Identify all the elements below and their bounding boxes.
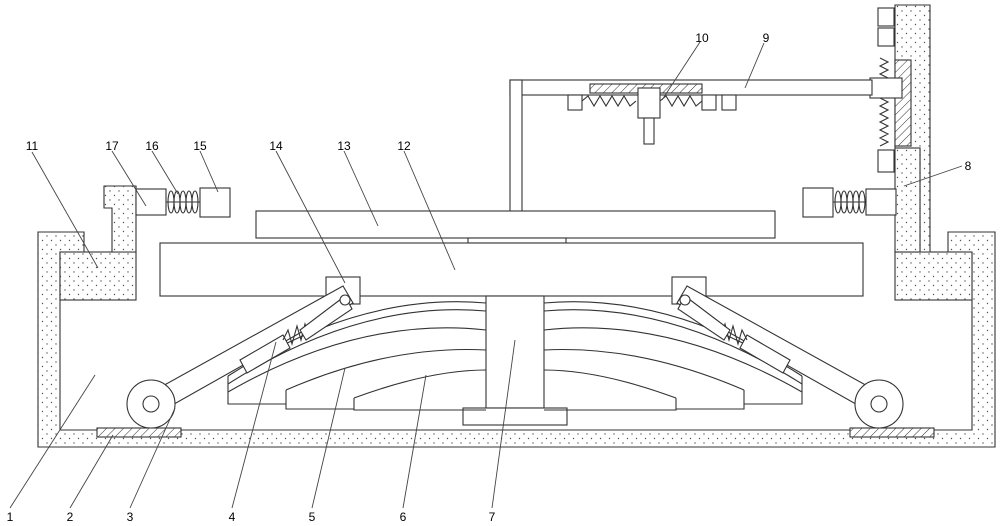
label-3: 3 [127, 510, 134, 524]
column-slider-2 [877, 27, 895, 47]
right-column-lower [894, 147, 921, 253]
left-damper-mount [135, 188, 167, 216]
label-1: 1 [7, 510, 14, 524]
leader-lines [9, 41, 963, 509]
anti-slip-pad-left [96, 427, 182, 438]
right-damper-spring [833, 190, 866, 214]
label-7: 7 [489, 510, 496, 524]
label-15: 15 [193, 139, 207, 153]
left-post [103, 185, 137, 253]
column-rack [894, 59, 912, 147]
plate-connector [467, 237, 567, 244]
label-2: 2 [67, 510, 74, 524]
wheel-left [126, 379, 176, 429]
right-damper-mount [865, 188, 897, 216]
anti-slip-pad-right [849, 427, 935, 438]
arm-stop-2 [701, 94, 717, 111]
label-6: 6 [400, 510, 407, 524]
label-8: 8 [965, 159, 972, 173]
right-damper-head [802, 187, 834, 218]
left-damper-spring [166, 190, 200, 214]
pillar-base [462, 407, 568, 426]
right-stop-block [894, 251, 973, 301]
label-13: 13 [337, 139, 351, 153]
label-9: 9 [763, 31, 770, 45]
arm-stop-1 [567, 94, 583, 111]
label-12: 12 [397, 139, 411, 153]
label-4: 4 [229, 510, 236, 524]
left-link-arm [149, 285, 354, 413]
column-slider-bottom [877, 149, 895, 173]
column-screw [878, 57, 890, 147]
left-stop-block [59, 251, 137, 301]
arm-slide-spring [581, 94, 703, 108]
column-slider-top [877, 7, 895, 27]
label-14: 14 [269, 139, 283, 153]
label-16: 16 [145, 139, 159, 153]
central-pillar [485, 295, 545, 409]
support-plate [159, 242, 864, 297]
arm-vertical-post [509, 79, 523, 213]
label-5: 5 [309, 510, 316, 524]
arm-joint [869, 77, 903, 99]
label-10: 10 [695, 31, 709, 45]
probe-carriage [637, 87, 661, 119]
wheel-right [854, 379, 904, 429]
arm-stop-3 [721, 94, 737, 111]
top-plate [255, 210, 776, 239]
label-11: 11 [26, 139, 39, 153]
label-17: 17 [105, 139, 119, 153]
left-damper-head [199, 187, 231, 218]
probe-rod [643, 117, 655, 145]
